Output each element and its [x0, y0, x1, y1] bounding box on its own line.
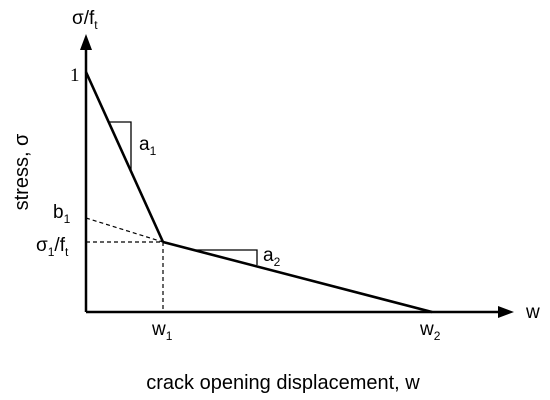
- a1-label: a1: [139, 134, 157, 158]
- a2-label: a2: [263, 245, 281, 269]
- slope-triangle-a2: [196, 249, 258, 265]
- b1-label: b1: [53, 202, 71, 226]
- y-tick-one-label: 1: [70, 65, 80, 86]
- softening-segment-2: [162, 240, 433, 314]
- w1-label: w1: [151, 319, 173, 343]
- y-axis-arrowhead: [80, 34, 92, 50]
- y-axis-label: stress, σ: [11, 133, 33, 210]
- softening-segment-1: [84, 71, 165, 243]
- w2-label: w2: [419, 319, 441, 343]
- slope-triangle-a1: [108, 121, 132, 172]
- x-axis-end-label: w: [525, 302, 540, 323]
- sigma1-ft-label: σ1/ft: [36, 235, 69, 259]
- x-axis-arrowhead: [498, 306, 514, 318]
- y-axis-end-label: σ/ft: [72, 8, 98, 32]
- b1-dashed-extension: [85, 217, 164, 243]
- x-axis-label: crack opening displacement, w: [146, 372, 420, 394]
